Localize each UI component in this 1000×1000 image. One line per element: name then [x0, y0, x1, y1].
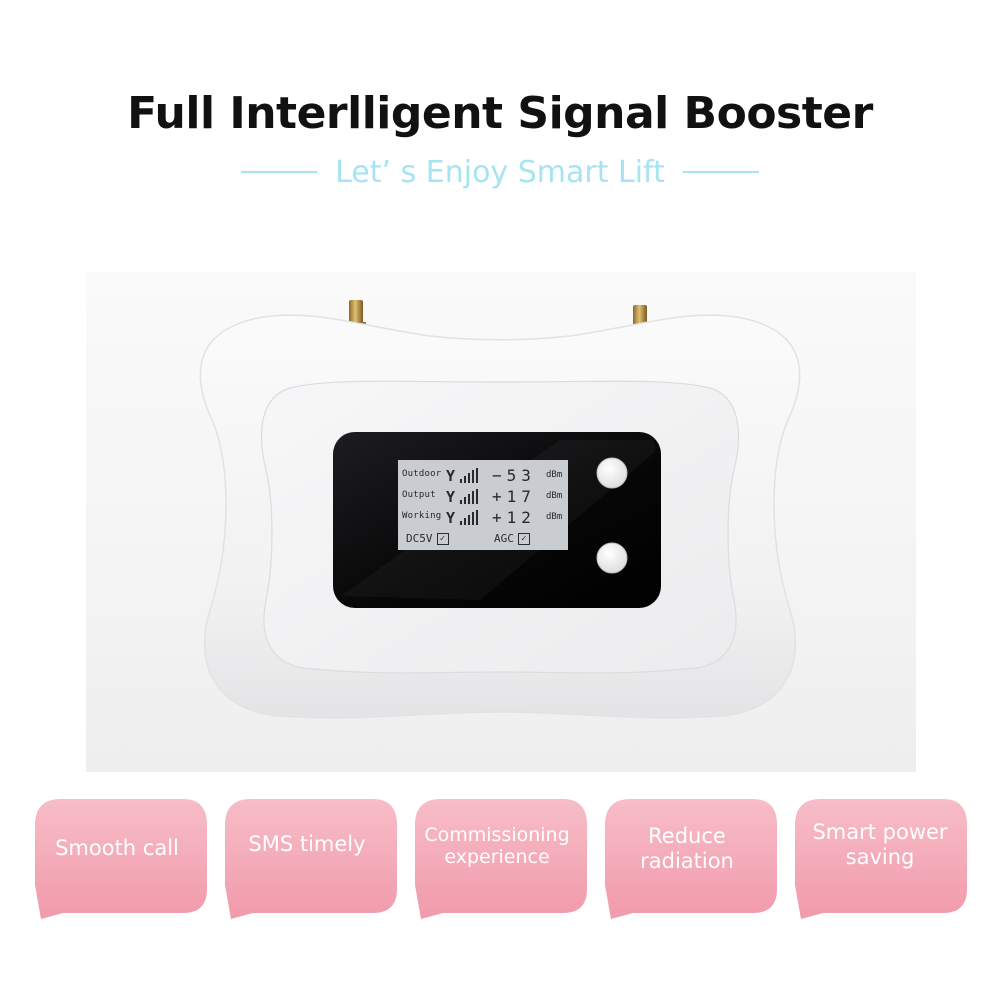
lcd-value: +17 — [492, 487, 536, 506]
feature-reduce-radiation: Reduce radiation — [640, 824, 734, 873]
lcd-row-working: Working Y +12 dBm — [402, 508, 568, 528]
lcd-display: Outdoor Y −53 dBm Output Y +17 dBm Worki… — [398, 460, 568, 550]
checkbox-icon: ✓ — [517, 533, 530, 545]
lcd-value: +12 — [492, 508, 536, 527]
lcd-status-label: DC5V — [406, 532, 433, 545]
lcd-unit: dBm — [546, 512, 563, 522]
subtitle-right-line — [682, 171, 759, 173]
checkbox-icon: ✓ — [436, 533, 449, 545]
button-icon — [596, 457, 628, 489]
lcd-status-label: AGC — [494, 532, 514, 545]
feature-bubble-bg — [415, 799, 587, 919]
antenna-icon: Y — [446, 467, 456, 485]
feature-smart-power-saving: Smart power saving — [812, 820, 948, 869]
feature-smooth-call: Smooth call — [55, 836, 179, 860]
feature-commissioning-experience: Commissioning experience — [424, 824, 570, 868]
signal-bars-icon — [460, 489, 478, 504]
lcd-unit: dBm — [546, 470, 563, 480]
button-icon — [596, 542, 628, 574]
lcd-value: −53 — [492, 466, 536, 485]
feature-bubble-bg — [225, 799, 397, 919]
feature-bubble-bg — [35, 799, 207, 919]
lcd-unit: dBm — [546, 491, 563, 501]
lcd-label: Output — [402, 490, 436, 500]
signal-bars-icon — [460, 468, 478, 483]
signal-bars-icon — [460, 510, 478, 525]
lcd-label: Working — [402, 511, 442, 521]
lcd-panel — [398, 460, 568, 550]
subtitle-left-line — [241, 171, 318, 173]
lcd-row-output: Output Y +17 dBm — [402, 487, 568, 507]
lcd-status-dc5v: DC5V✓ — [406, 532, 449, 545]
antenna-icon: Y — [446, 488, 456, 506]
page-title: Full Interlligent Signal Booster — [127, 88, 873, 139]
subtitle-row: Let’ s Enjoy Smart Lift — [0, 150, 1000, 194]
antenna-icon: Y — [446, 509, 456, 527]
feature-bubble-bg — [605, 799, 777, 919]
lcd-row-outdoor: Outdoor Y −53 dBm — [402, 466, 568, 486]
feature-sms-timely: SMS timely — [248, 832, 366, 856]
feature-bubble-bg — [795, 799, 967, 919]
lcd-label: Outdoor — [402, 469, 442, 479]
lcd-status-agc: AGC✓ — [494, 532, 530, 545]
subtitle: Let’ s Enjoy Smart Lift — [335, 154, 665, 190]
